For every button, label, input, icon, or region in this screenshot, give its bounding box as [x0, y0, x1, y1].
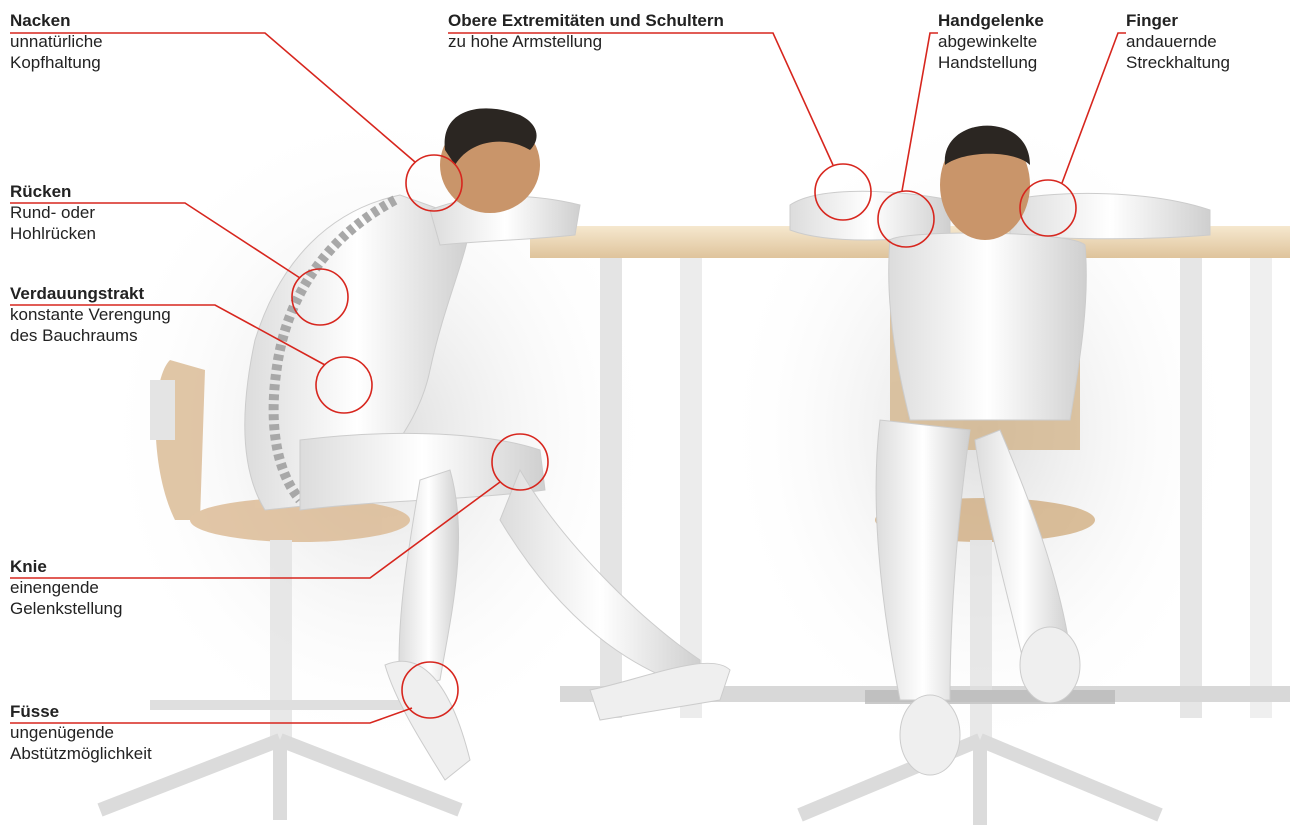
label-desc: Kopfhaltung [10, 52, 103, 73]
label-knie: Knie einengende Gelenkstellung [10, 556, 122, 619]
label-desc: Hohlrücken [10, 223, 96, 244]
label-desc: konstante Verengung [10, 304, 171, 325]
label-title: Rücken [10, 181, 96, 202]
label-desc: ungenügende [10, 722, 152, 743]
label-desc: einengende [10, 577, 122, 598]
label-finger: Finger andauernde Streckhaltung [1126, 10, 1230, 73]
label-fuesse: Füsse ungenügende Abstützmöglichkeit [10, 701, 152, 764]
label-title: Verdauungstrakt [10, 283, 171, 304]
label-obere: Obere Extremitäten und Schultern zu hohe… [448, 10, 724, 52]
label-desc: Abstützmöglichkeit [10, 743, 152, 764]
label-ruecken: Rücken Rund- oder Hohlrücken [10, 181, 96, 244]
label-desc: abgewinkelte [938, 31, 1044, 52]
label-verdauung: Verdauungstrakt konstante Verengung des … [10, 283, 171, 346]
label-title: Handgelenke [938, 10, 1044, 31]
label-handgelenke: Handgelenke abgewinkelte Handstellung [938, 10, 1044, 73]
label-title: Obere Extremitäten und Schultern [448, 10, 724, 31]
label-desc: unnatürliche [10, 31, 103, 52]
label-desc: Handstellung [938, 52, 1044, 73]
label-title: Nacken [10, 10, 103, 31]
label-desc: zu hohe Armstellung [448, 31, 724, 52]
label-desc: Rund- oder [10, 202, 96, 223]
label-title: Finger [1126, 10, 1230, 31]
label-title: Knie [10, 556, 122, 577]
label-desc: des Bauchraums [10, 325, 171, 346]
label-desc: Streckhaltung [1126, 52, 1230, 73]
label-desc: andauernde [1126, 31, 1230, 52]
label-nacken: Nacken unnatürliche Kopfhaltung [10, 10, 103, 73]
label-desc: Gelenkstellung [10, 598, 122, 619]
label-title: Füsse [10, 701, 152, 722]
